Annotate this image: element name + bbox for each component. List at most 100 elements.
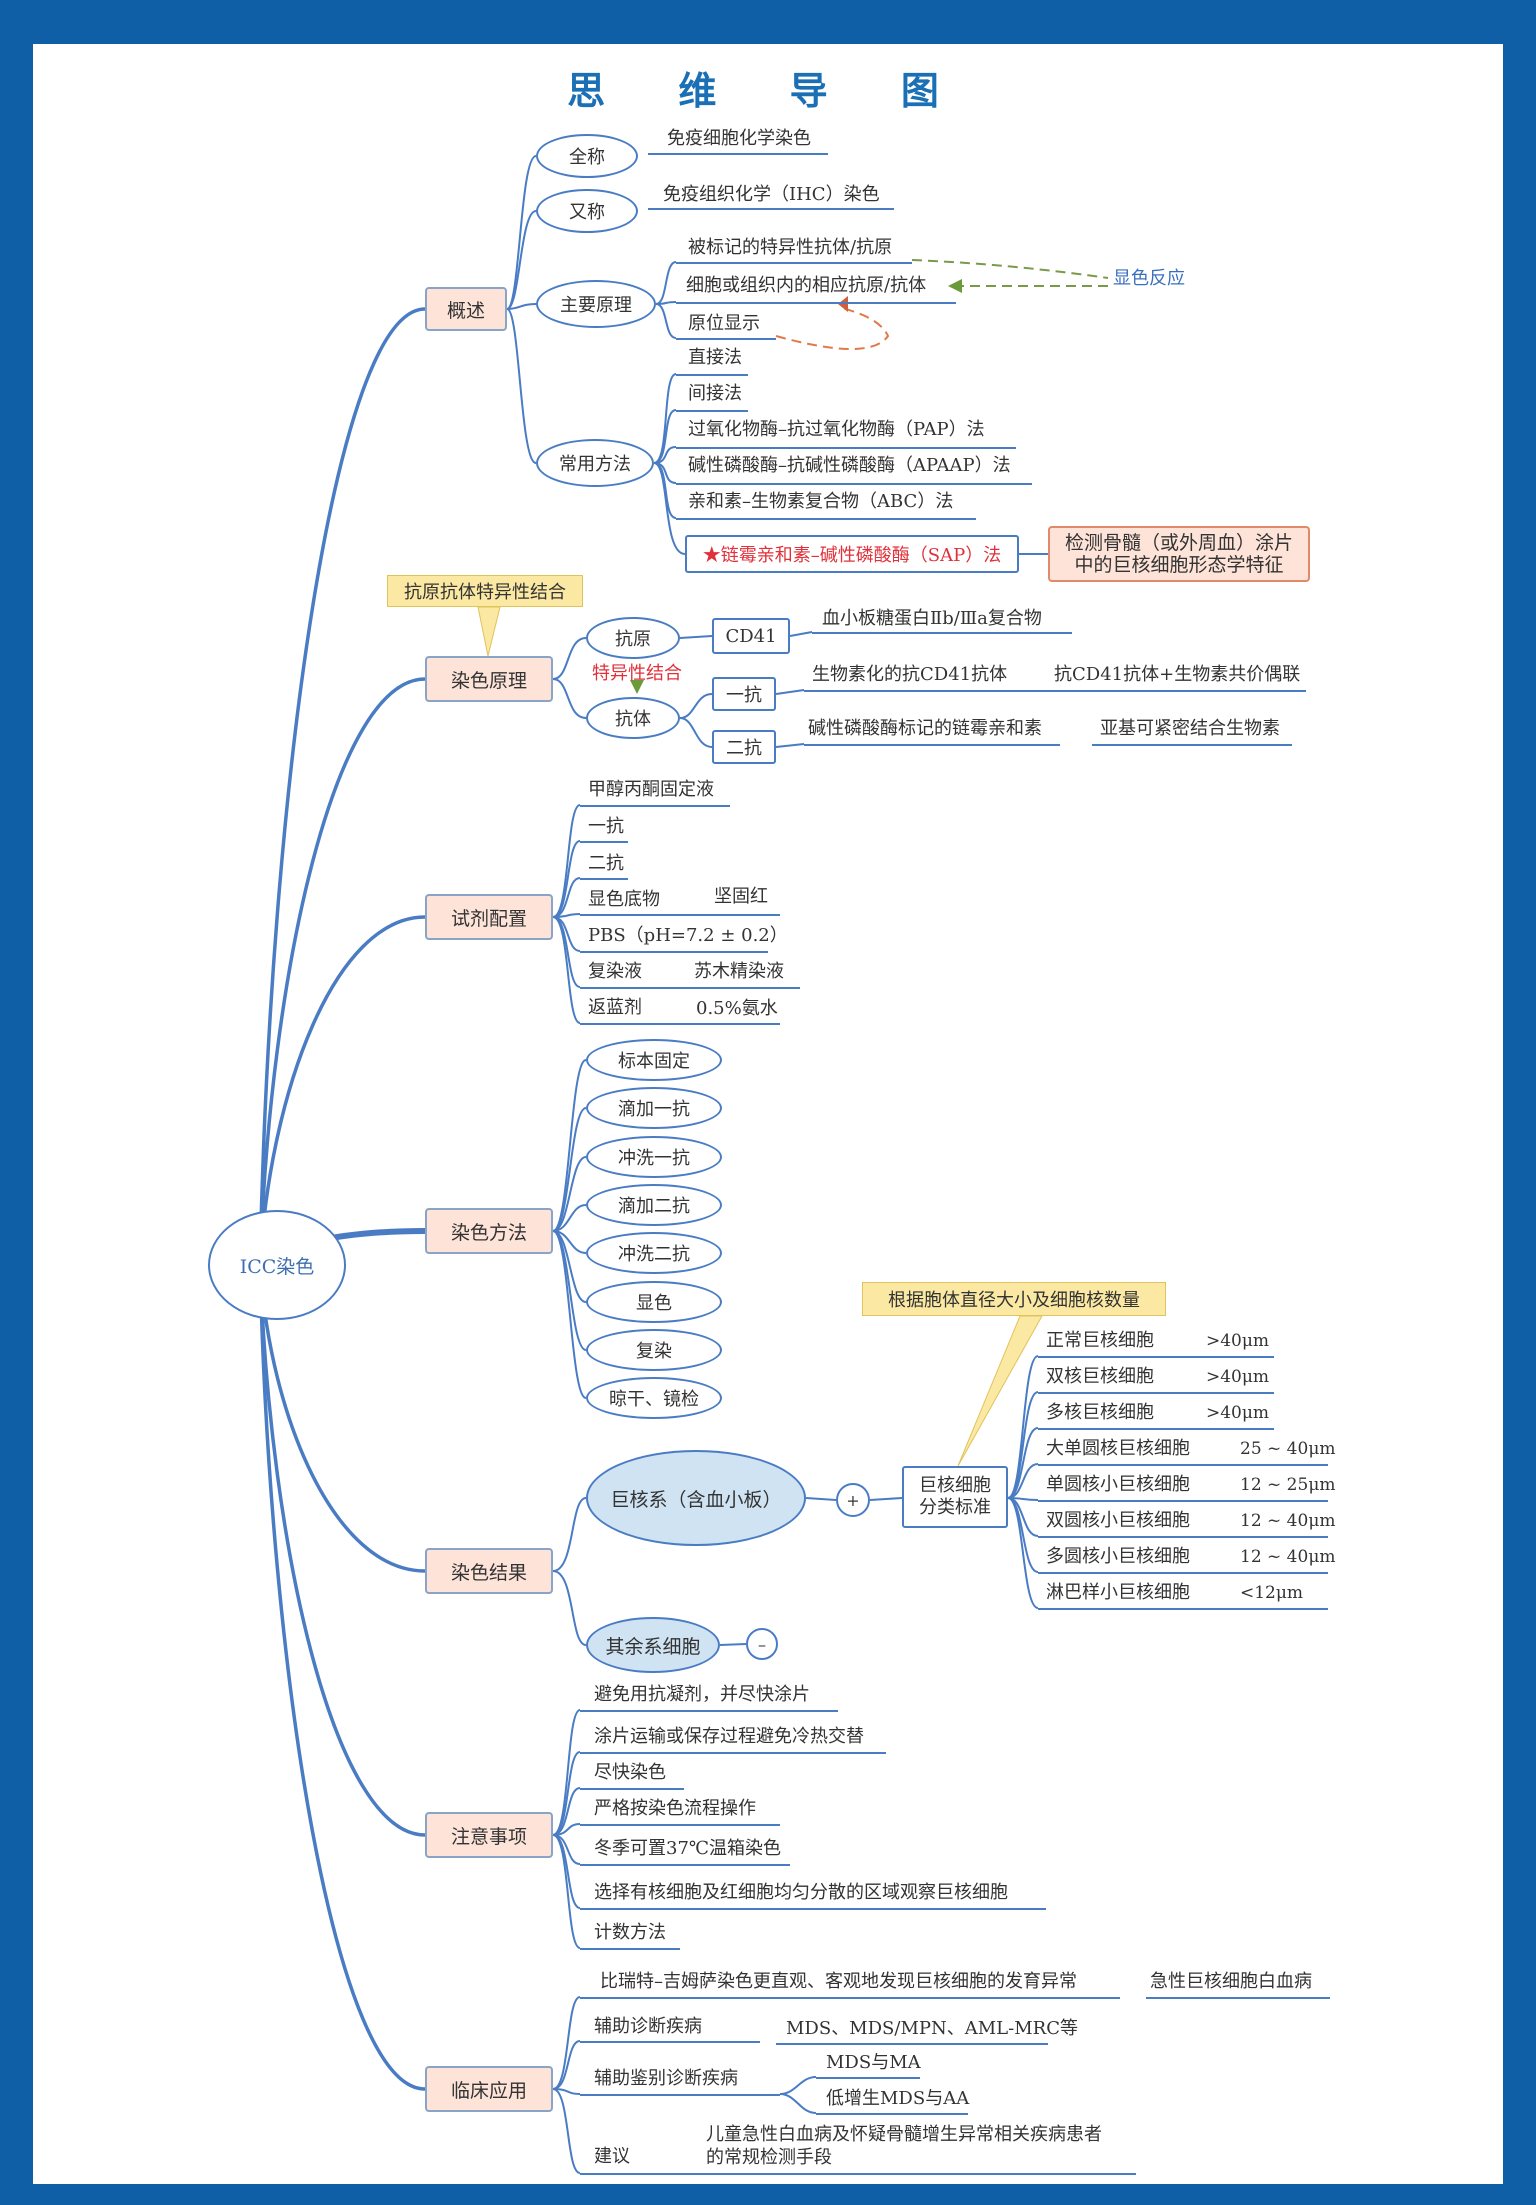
shiji-item-1: 甲醇丙酮固定液 [588, 779, 714, 800]
yikang-value: 生物素化的抗CD41抗体 [812, 664, 1008, 685]
yuanli-item-3: 原位显示 [688, 313, 760, 334]
erkang-value-2: 亚基可紧密结合生物素 [1100, 718, 1280, 739]
yikang-value-2: 抗CD41抗体+生物素共价偶联 [1054, 664, 1301, 685]
linchuang-item-2: 辅助诊断疾病 [594, 2016, 702, 2037]
step-6[interactable]: 显色 [586, 1281, 722, 1323]
underline [580, 2173, 1136, 2175]
callout-kangyuan-kangti: 抗原抗体特异性结合 [387, 575, 583, 607]
underline [648, 153, 828, 155]
shiji-item-5: PBS（pH=7.2 ± 0.2） [588, 925, 788, 946]
underline [804, 690, 1054, 692]
node-youcheng[interactable]: 又称 [536, 189, 638, 233]
linchuang-item-4: 建议 [594, 2146, 630, 2167]
step-1[interactable]: 标本固定 [586, 1039, 722, 1081]
shiji-item-3: 二抗 [588, 853, 624, 874]
quancheng-value: 免疫细胞化学染色 [667, 128, 811, 149]
cell-size-3: >40μm [1206, 1403, 1270, 1423]
underline [580, 805, 730, 807]
underline [676, 374, 748, 376]
node-juhexi[interactable]: 巨核系（含血小板） [586, 1450, 806, 1546]
linchuang-item-1-value: 急性巨核细胞白血病 [1150, 1971, 1312, 1992]
node-shiji-peizhi[interactable]: 试剂配置 [425, 894, 553, 940]
underline [804, 744, 1060, 746]
fangfa-item-3: 过氧化物酶–抗过氧化物酶（PAP）法 [688, 419, 985, 440]
node-kangyuan[interactable]: 抗原 [586, 617, 680, 659]
step-3[interactable]: 冲洗一抗 [586, 1136, 722, 1178]
fangfa-item-2: 间接法 [688, 383, 742, 404]
node-fenlei-biaozhun[interactable]: 巨核细胞 分类标准 [902, 1466, 1008, 1528]
cell-name-5: 单圆核小巨核细胞 [1046, 1474, 1190, 1495]
step-7[interactable]: 复染 [586, 1329, 722, 1371]
linchuang-item-2-value: MDS、MDS/MPN、AML-MRC等 [786, 2018, 1078, 2039]
underline [816, 2077, 920, 2079]
sap-note-line-1: 检测骨髓（或外周血）涂片 [1064, 532, 1293, 554]
node-kangti[interactable]: 抗体 [586, 697, 680, 739]
underline [580, 1864, 790, 1866]
step-2[interactable]: 滴加一抗 [586, 1087, 722, 1129]
cell-name-1: 正常巨核细胞 [1046, 1330, 1154, 1351]
youcheng-value: 免疫组织化学（IHC）染色 [663, 184, 880, 205]
linchuang-item-3-value-1: MDS与MA [826, 2052, 921, 2073]
shiji-item-7: 返蓝剂 [588, 997, 642, 1018]
cell-name-6: 双圆核小巨核细胞 [1046, 1510, 1190, 1531]
node-changyong-fangfa[interactable]: 常用方法 [536, 439, 654, 487]
underline [580, 841, 628, 843]
biaozhun-line-2: 分类标准 [919, 1497, 991, 1518]
biaozhun-line-1: 巨核细胞 [919, 1475, 991, 1496]
shiji-xianse-value: 坚固红 [714, 886, 768, 907]
xianse-fanying-label: 显色反应 [1113, 268, 1185, 289]
node-cd41[interactable]: CD41 [712, 618, 790, 654]
node-zhuyi-shixiang[interactable]: 注意事项 [425, 1812, 553, 1858]
underline [1038, 1500, 1328, 1502]
linchuang-item-4-value-1: 儿童急性白血病及怀疑骨髓增生异常相关疾病患者 [706, 2124, 1102, 2145]
underline [816, 2113, 968, 2115]
node-quancheng[interactable]: 全称 [536, 134, 638, 178]
center-node[interactable]: ICC染色 [208, 1210, 346, 1320]
underline [580, 1948, 680, 1950]
shiji-furan-value: 苏木精染液 [694, 961, 784, 982]
underline [1038, 1572, 1328, 1574]
sap-method-box[interactable]: ★链霉亲和素–碱性磷酸酶（SAP）法 [685, 535, 1019, 573]
underline [580, 2094, 780, 2096]
cd41-value: 血小板糖蛋白Ⅱb/Ⅲa复合物 [822, 608, 1042, 629]
underline [676, 338, 776, 340]
sap-note-box: 检测骨髓（或外周血）涂片 中的巨核细胞形态学特征 [1048, 526, 1310, 582]
node-qiyuxi[interactable]: 其余系细胞 [586, 1617, 720, 1673]
fangfa-item-1: 直接法 [688, 347, 742, 368]
underline [648, 208, 894, 210]
node-gaishu[interactable]: 概述 [425, 287, 507, 331]
underline [676, 518, 976, 520]
underline [580, 987, 800, 989]
step-5[interactable]: 冲洗二抗 [586, 1232, 722, 1274]
shiji-item-6: 复染液 [588, 961, 642, 982]
shiji-item-2: 一抗 [588, 816, 624, 837]
node-zhuyao-yuanli[interactable]: 主要原理 [536, 280, 656, 328]
linchuang-item-3-value-2: 低增生MDS与AA [826, 2088, 970, 2109]
node-yikang[interactable]: 一抗 [712, 677, 776, 711]
note-item-2: 涂片运输或保存过程避免冷热交替 [594, 1726, 864, 1747]
note-item-5: 冬季可置37℃温箱染色 [594, 1838, 782, 1859]
node-erkang[interactable]: 二抗 [712, 730, 776, 764]
plus-sign: + [836, 1483, 870, 1517]
step-8[interactable]: 晾干、镜检 [586, 1377, 722, 1419]
yuanli-item-2: 细胞或组织内的相应抗原/抗体 [686, 275, 927, 296]
underline [1146, 1997, 1330, 1999]
cell-name-2: 双核巨核细胞 [1046, 1366, 1154, 1387]
teyixing-jiehe-label: 特异性结合 [592, 663, 682, 684]
linchuang-item-3: 辅助鉴别诊断疾病 [594, 2068, 738, 2089]
page-canvas [33, 44, 1503, 2184]
underline [580, 914, 780, 916]
step-4[interactable]: 滴加二抗 [586, 1184, 722, 1226]
node-ranse-jieguo[interactable]: 染色结果 [425, 1548, 553, 1594]
shiji-item-4: 显色底物 [588, 889, 660, 910]
node-ranse-yuanli[interactable]: 染色原理 [425, 656, 553, 702]
cell-size-2: >40μm [1206, 1367, 1270, 1387]
node-ranse-fangfa[interactable]: 染色方法 [425, 1208, 553, 1254]
note-item-6: 选择有核细胞及红细胞均匀分散的区域观察巨核细胞 [594, 1882, 1008, 1903]
underline [580, 951, 768, 953]
node-linchuang-yingyong[interactable]: 临床应用 [425, 2066, 553, 2112]
page-title: 思 维 导 图 [567, 68, 969, 113]
note-item-3: 尽快染色 [594, 1762, 666, 1783]
cell-size-7: 12 ~ 40μm [1240, 1547, 1336, 1567]
cell-size-5: 12 ~ 25μm [1240, 1475, 1336, 1495]
